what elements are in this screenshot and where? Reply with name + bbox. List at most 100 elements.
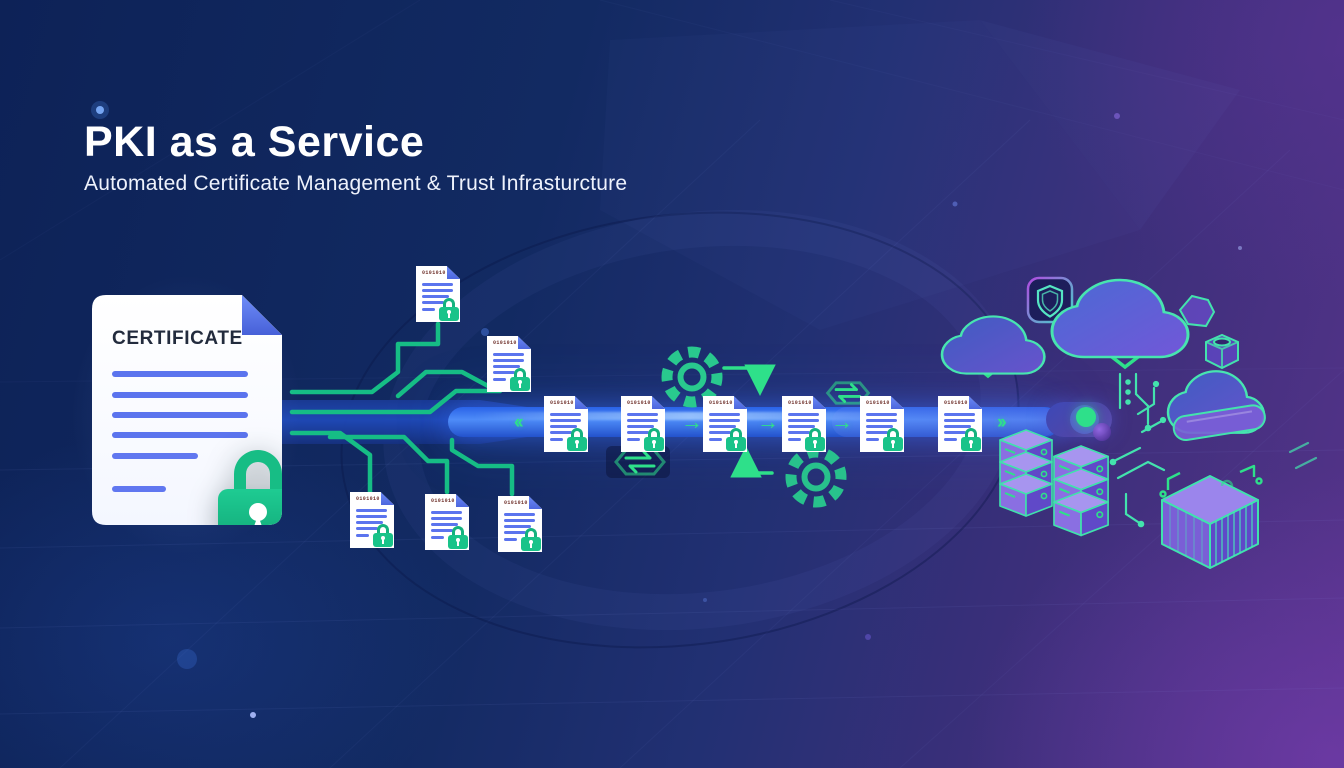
certificate-document: CERTIFICATE	[92, 295, 282, 525]
cert-text-line	[493, 371, 515, 374]
mini-cert-header-text: 0101010	[431, 498, 455, 504]
hex-blob-icon	[1178, 294, 1216, 328]
sync-arrows-icon	[825, 381, 871, 405]
mini-cert-header-text: 0101010	[627, 400, 651, 406]
padlock-icon	[883, 428, 903, 451]
certificate-icon: 0101010	[350, 492, 394, 548]
background-facets	[340, 20, 1240, 649]
certificate-icon: 0101010	[703, 396, 747, 452]
page-subtitle: Automated Certificate Management & Trust…	[84, 172, 628, 195]
mini-cert-header-text: 0101010	[493, 340, 517, 346]
cert-text-line	[709, 431, 731, 434]
cert-text-line	[112, 412, 248, 418]
purple-sphere	[1093, 423, 1111, 441]
chevron-down-icon	[1110, 355, 1140, 370]
cert-text-line	[504, 519, 535, 522]
cert-text-line	[550, 419, 581, 422]
cert-text-line	[944, 431, 966, 434]
certificate-title: CERTIFICATE	[112, 328, 243, 349]
mini-cert-header-text: 0101010	[866, 400, 890, 406]
cert-text-line	[112, 486, 166, 492]
hex-nut-icon	[1205, 333, 1239, 370]
certificate-icon: 0101010	[498, 496, 542, 552]
cert-text-line	[504, 538, 517, 541]
server-stack-icon	[999, 429, 1053, 517]
cert-text-line	[627, 419, 658, 422]
arrow-right-icon: →	[757, 409, 779, 434]
cert-text-line	[944, 438, 957, 441]
keyhole	[249, 503, 267, 521]
padlock-icon	[439, 298, 459, 321]
cert-text-line	[112, 392, 248, 398]
cert-text-line	[866, 419, 897, 422]
cert-text-line	[356, 509, 387, 512]
certificate-icon: 0101010	[544, 396, 588, 452]
cert-text-line	[431, 536, 444, 539]
certificate-icon: 0101010	[416, 266, 460, 322]
cert-text-line	[709, 425, 736, 428]
padlock-icon	[448, 526, 468, 549]
arrow-right-icon: →	[831, 409, 853, 434]
cert-text-line	[431, 529, 453, 532]
cert-text-line	[627, 438, 640, 441]
mini-cert-header-text: 0101010	[504, 500, 528, 506]
cert-text-line	[627, 425, 654, 428]
circuit-traces	[1109, 372, 1318, 528]
padlock-icon	[510, 368, 530, 391]
cloud-icon	[940, 315, 1046, 375]
mini-cert-header-text: 0101010	[422, 270, 446, 276]
chevron-right-icon: ››	[997, 412, 1007, 433]
cert-text-line	[504, 513, 535, 516]
cert-text-line	[788, 425, 815, 428]
mini-cert-header-text: 0101010	[550, 400, 574, 406]
cert-text-line	[709, 419, 740, 422]
padlock-icon	[961, 428, 981, 451]
chevron-left-icon: ‹‹	[514, 412, 524, 433]
cert-text-line	[356, 515, 387, 518]
cert-text-line	[866, 425, 893, 428]
mini-cert-header-text: 0101010	[709, 400, 733, 406]
padlock-icon	[805, 428, 825, 451]
certificate-icon: 0101010	[938, 396, 982, 452]
pipeline-highlight	[474, 412, 904, 420]
cert-text-line	[112, 371, 248, 377]
cloud-icon	[1050, 278, 1190, 359]
padlock-icon	[521, 528, 541, 551]
certificate-icon: 0101010	[621, 396, 665, 452]
gear-icon	[661, 346, 723, 408]
certificate-icon: 0101010	[425, 494, 469, 550]
cert-text-line	[504, 525, 531, 528]
cert-text-line	[504, 531, 526, 534]
certificate-icon: 0101010	[487, 336, 531, 392]
cert-text-line	[431, 517, 462, 520]
cert-text-line	[493, 378, 506, 381]
padlock-icon	[373, 524, 393, 547]
certificate-icon: 0101010	[782, 396, 826, 452]
cert-text-line	[550, 438, 563, 441]
cert-text-line	[944, 419, 975, 422]
cert-text-line	[788, 431, 810, 434]
cert-text-line	[550, 425, 577, 428]
cert-text-line	[709, 413, 740, 416]
glow-dots	[91, 101, 1242, 718]
cert-text-line	[550, 413, 581, 416]
cert-text-line	[944, 425, 971, 428]
cert-text-line	[356, 527, 378, 530]
cert-text-line	[627, 413, 658, 416]
padlock-shackle	[234, 450, 282, 494]
cert-text-line	[431, 511, 462, 514]
cert-text-line	[493, 359, 524, 362]
mini-cert-header-text: 0101010	[788, 400, 812, 406]
cert-text-line	[866, 413, 897, 416]
mini-cert-header-text: 0101010	[356, 496, 380, 502]
cert-text-line	[627, 431, 649, 434]
certificate-icon: 0101010	[860, 396, 904, 452]
green-status-dot	[1076, 407, 1096, 427]
padlock-icon	[644, 428, 664, 451]
cert-text-line	[866, 431, 888, 434]
network-connector-lines	[289, 321, 515, 497]
elbow-arrow-up-icon	[730, 446, 774, 478]
